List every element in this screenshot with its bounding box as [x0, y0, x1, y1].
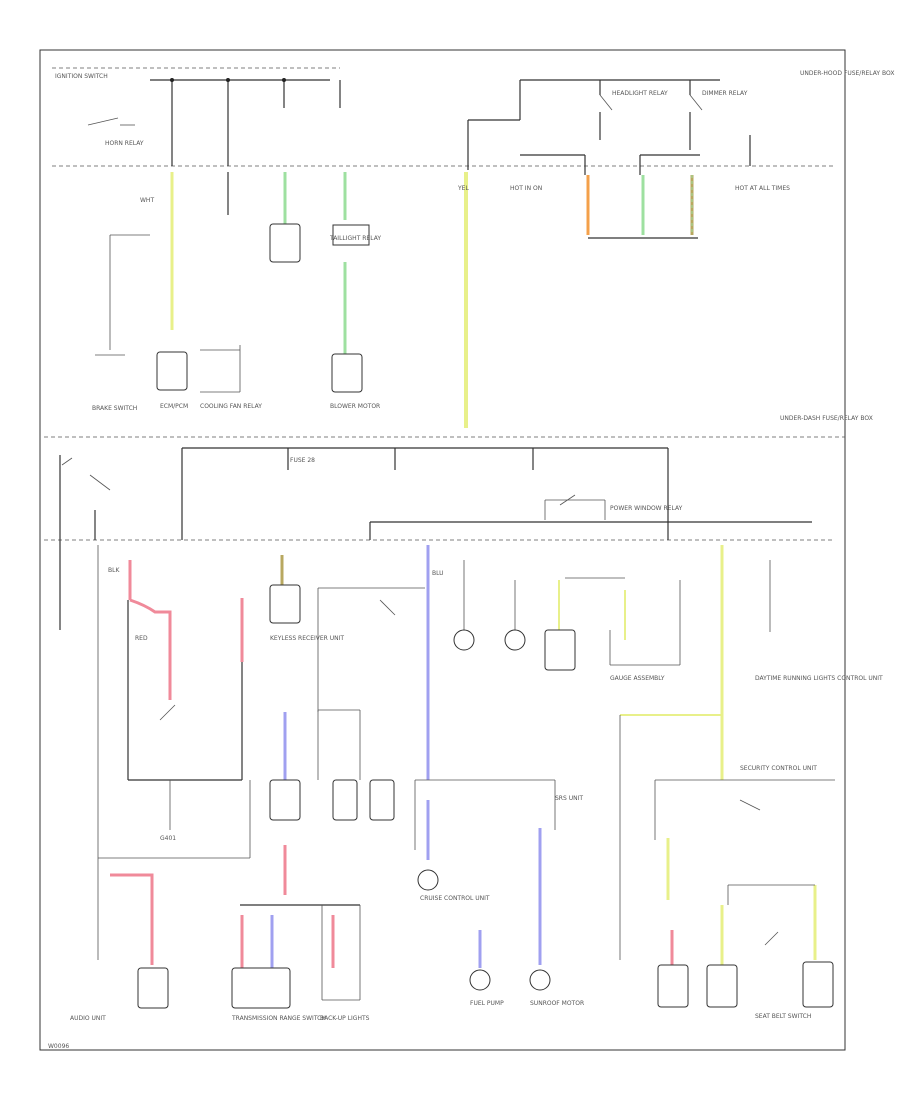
label-top-fuse-box: UNDER-HOOD FUSE/RELAY BOX: [800, 70, 894, 77]
label-security-unit: SECURITY CONTROL UNIT: [740, 765, 817, 772]
wire-tag-blk: BLK: [108, 567, 120, 574]
wire-tag-yel: YEL: [457, 185, 469, 192]
diagram-frame: [39, 49, 846, 1051]
label-back-up-lights: BACK-UP LIGHTS: [320, 1015, 370, 1022]
label-cruise-control-unit: CRUISE CONTROL UNIT: [420, 895, 490, 902]
label-fuel-pump: FUEL PUMP: [470, 1000, 504, 1007]
label-gauge-assembly: GAUGE ASSEMBLY: [610, 675, 665, 682]
page-code: W0096: [48, 1043, 69, 1050]
wire-tag-blu: BLU: [432, 570, 444, 577]
label-srs-unit: SRS UNIT: [555, 795, 583, 802]
label-brake-switch: BRAKE SWITCH: [92, 405, 137, 412]
label-daytime-running-lights: DAYTIME RUNNING LIGHTS CONTROL UNIT: [755, 675, 883, 682]
label-dash-fuse-box: UNDER-DASH FUSE/RELAY BOX: [780, 415, 873, 422]
label-ignition-switch: IGNITION SWITCH: [55, 73, 108, 80]
label-sunroof-motor: SUNROOF MOTOR: [530, 1000, 584, 1007]
label-headlight-relay: HEADLIGHT RELAY: [612, 90, 668, 97]
label-dimmer-relay: DIMMER RELAY: [702, 90, 748, 97]
label-cooling-fan-relay: COOLING FAN RELAY: [200, 403, 262, 410]
wire-tag-red: RED: [135, 635, 148, 642]
label-hot-at-all-times: HOT AT ALL TIMES: [735, 185, 790, 192]
wire-tag-wht-yel: WHT: [140, 197, 154, 204]
label-transmission-range-switch: TRANSMISSION RANGE SWITCH: [231, 1015, 326, 1022]
label-blower-motor: BLOWER MOTOR: [330, 403, 380, 410]
label-fuse-28: FUSE 28: [290, 457, 315, 464]
label-audio-unit: AUDIO UNIT: [70, 1015, 106, 1022]
label-ground: G401: [160, 835, 176, 842]
label-taillight-relay: TAILLIGHT RELAY: [329, 235, 381, 242]
label-seat-belt-switch: SEAT BELT SWITCH: [755, 1013, 811, 1020]
label-ecm-pcm: ECM/PCM: [160, 403, 188, 410]
label-keyless-receiver: KEYLESS RECEIVER UNIT: [270, 635, 344, 642]
label-power-window-relay: POWER WINDOW RELAY: [610, 505, 683, 512]
label-horn-relay: HORN RELAY: [105, 140, 144, 147]
label-hot-in-on: HOT IN ON: [510, 185, 542, 192]
